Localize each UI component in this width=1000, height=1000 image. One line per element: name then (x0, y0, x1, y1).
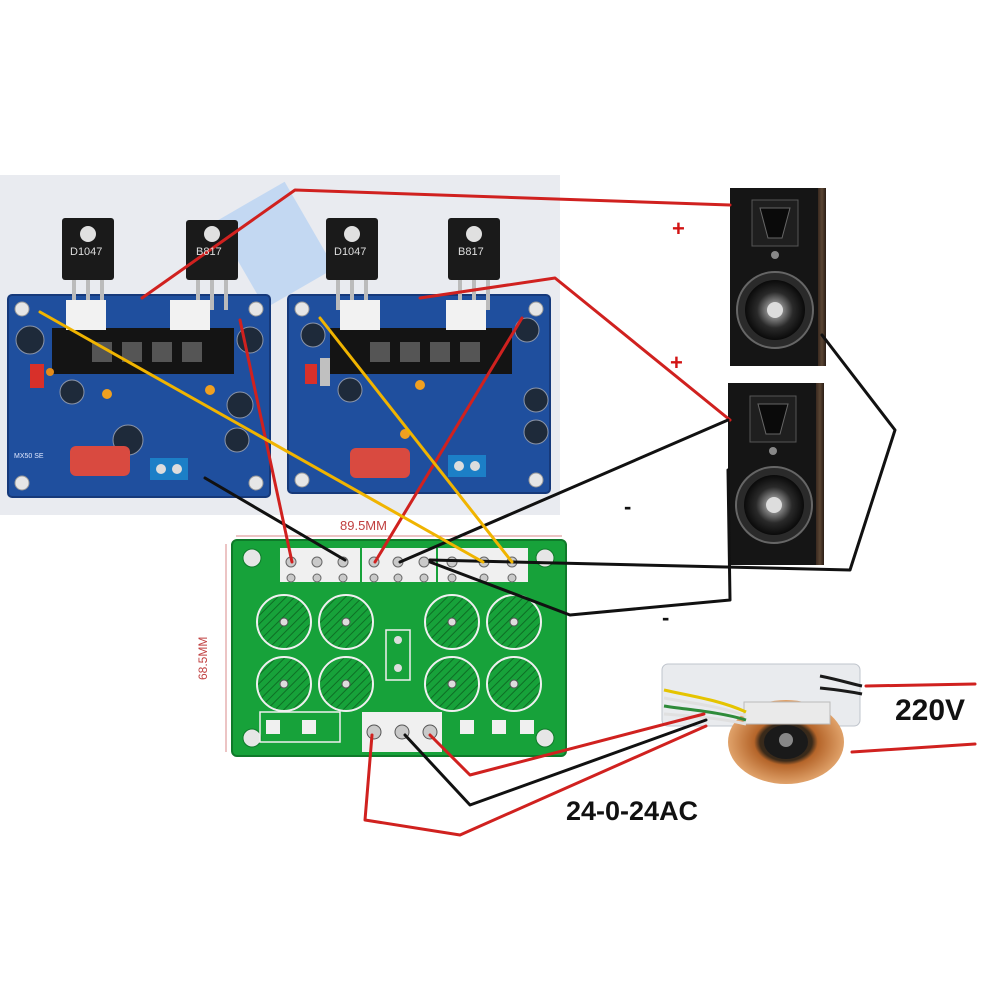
label-secondary-voltage: 24-0-24AC (566, 796, 699, 826)
wire-red-ac-2 (363, 724, 708, 837)
transistor-mark-1a: D1047 (70, 246, 103, 258)
label-mains-voltage: 220V (895, 694, 966, 727)
transistor-mark-2b: B817 (458, 246, 484, 258)
amp-board-label-1: MX50 SE (14, 453, 44, 460)
label-plus-bottom: + (670, 350, 683, 375)
speaker-top (730, 188, 826, 366)
film-capacitor-1 (70, 446, 130, 476)
psu-board (231, 539, 567, 757)
wire-mains-1 (864, 682, 977, 688)
amp-board-right (287, 218, 551, 494)
wire-red-ac-1 (428, 712, 706, 777)
film-capacitor-2 (350, 448, 410, 478)
toroidal-transformer (661, 663, 863, 784)
wire-yellow-amp1-vminus (38, 310, 485, 564)
wire-black-ac-ct (403, 718, 708, 807)
dimension-lines (225, 535, 562, 752)
wire-black-amp1-gnd (203, 476, 347, 562)
amp-board-left: MX50 SE (7, 218, 271, 498)
transistor-left-1 (62, 218, 114, 280)
wire-black-return-1 (428, 333, 897, 572)
transistor-mark-2a: D1047 (334, 246, 367, 258)
transistor-left-2 (326, 218, 378, 280)
wires (38, 188, 977, 837)
label-plus-top: + (672, 216, 685, 241)
label-minus-bottom: - (662, 605, 670, 630)
transistor-right-2 (448, 218, 500, 280)
transistor-mark-1b: B817 (196, 246, 222, 258)
wire-yellow-amp2-vminus (318, 316, 514, 564)
wire-black-return-3 (428, 468, 732, 617)
wire-red-speaker-bottom (418, 276, 732, 422)
wire-black-return-2 (398, 418, 730, 564)
label-minus-top: - (624, 494, 632, 519)
label-board-width: 89.5MM (340, 518, 387, 533)
wire-mains-2 (850, 742, 977, 754)
wire-red-amp2-vplus (373, 316, 524, 564)
speaker-bottom (728, 383, 824, 565)
wire-red-speaker-top (140, 188, 732, 300)
label-board-height: 68.5MM (196, 636, 210, 680)
thermal-pad (215, 181, 335, 309)
